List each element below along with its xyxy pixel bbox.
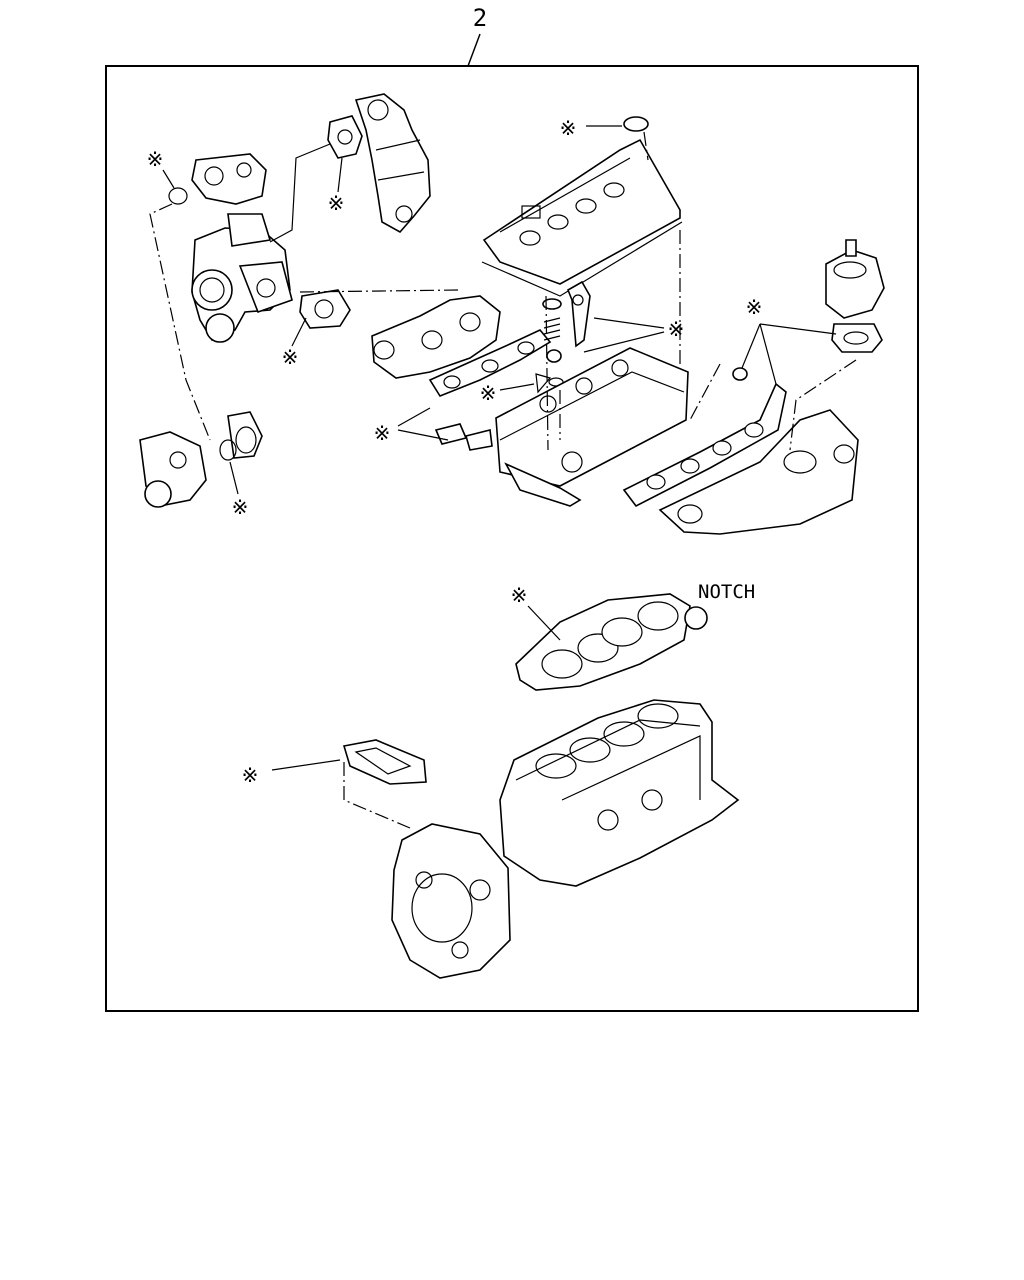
water-outlet-icon bbox=[227, 411, 263, 459]
asterisk-mark: ※ bbox=[668, 317, 685, 341]
callout-number: 2 bbox=[473, 4, 487, 32]
asterisk-mark: ※ bbox=[560, 116, 577, 140]
notch-label: NOTCH bbox=[698, 581, 755, 603]
intake-manifold-icon bbox=[658, 409, 859, 535]
timing-gear-case-icon bbox=[391, 823, 511, 979]
cylinder-head-cover-icon bbox=[482, 138, 681, 285]
asterisk-mark: ※ bbox=[374, 421, 391, 445]
intake-seal-icon bbox=[732, 367, 748, 381]
asterisk-mark: ※ bbox=[282, 345, 299, 369]
asterisk-mark: ※ bbox=[242, 763, 259, 787]
asterisk-mark: ※ bbox=[480, 381, 497, 405]
valve-spring-icon bbox=[542, 298, 562, 341]
egr-valve-icon bbox=[191, 153, 267, 205]
notch-detail-icon bbox=[684, 606, 708, 630]
converter-gasket-icon bbox=[327, 115, 363, 159]
egr-oring-icon bbox=[168, 187, 188, 205]
thermostat-housing-icon bbox=[139, 431, 207, 508]
asterisk-mark: ※ bbox=[511, 583, 528, 607]
intake-gasket-icon bbox=[622, 382, 787, 508]
exhaust-gasket-icon bbox=[299, 289, 351, 329]
vacuum-pump-gasket-icon bbox=[831, 323, 883, 353]
valve-seal-icon bbox=[546, 349, 562, 363]
exhaust-manifold-icon bbox=[371, 295, 501, 379]
diagram-frame bbox=[105, 65, 919, 1012]
cylinder-block-icon bbox=[499, 699, 740, 887]
outlet-oring-icon bbox=[219, 439, 237, 461]
injector-icon bbox=[566, 280, 591, 348]
oil-filler-seal-icon bbox=[623, 116, 649, 132]
bypass-gasket-icon bbox=[434, 423, 493, 451]
turbocharger-icon bbox=[191, 213, 293, 343]
callout-leader bbox=[467, 33, 481, 67]
asterisk-mark: ※ bbox=[746, 295, 763, 319]
head-cover-gasket-icon bbox=[481, 221, 683, 297]
asterisk-mark: ※ bbox=[328, 191, 345, 215]
vacuum-pump-icon bbox=[825, 239, 885, 319]
cylinder-head-icon bbox=[495, 347, 689, 507]
asterisk-mark: ※ bbox=[232, 495, 249, 519]
asterisk-mark: ※ bbox=[147, 147, 164, 171]
cylinder-head-gasket-icon bbox=[515, 593, 691, 691]
exhaust-port-gasket-icon bbox=[428, 329, 552, 397]
timing-case-gasket-icon bbox=[342, 739, 427, 785]
catalytic-converter-icon bbox=[354, 93, 431, 234]
